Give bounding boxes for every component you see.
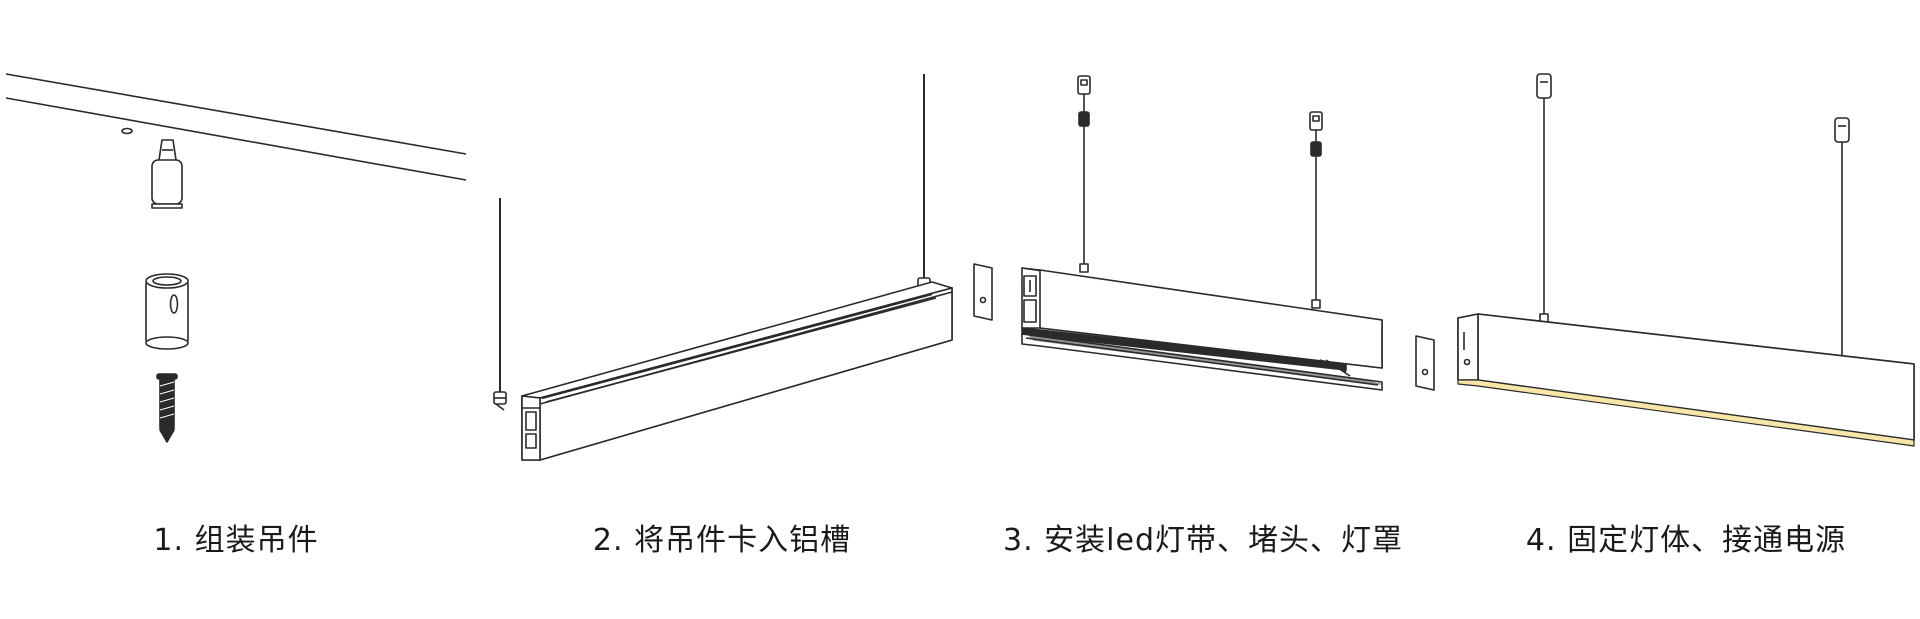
suspension-left [1078, 76, 1090, 272]
screw [157, 374, 177, 442]
step1-figure [6, 74, 466, 442]
left-end-cap [974, 264, 992, 320]
fixture-body [1458, 314, 1914, 440]
step-3-label: 3. 安装led灯带、堵头、灯罩 [1003, 523, 1403, 558]
step-2-label: 2. 将吊件卡入铝槽 [592, 523, 852, 558]
led-strip [1022, 328, 1350, 376]
ceiling-plane [6, 74, 466, 180]
suspension-right [1310, 112, 1322, 308]
glowing-diffuser [1458, 380, 1914, 446]
suspension-right-4 [1835, 118, 1849, 368]
right-end-cap [1416, 336, 1434, 390]
step3-figure [974, 76, 1434, 390]
wall-anchor [152, 140, 182, 208]
left-cable [494, 198, 506, 410]
aluminum-channel [522, 282, 952, 460]
step4-figure [1458, 74, 1914, 446]
step-1-label: 1. 组装吊件 [153, 523, 319, 558]
step-4-label: 4. 固定灯体、接通电源 [1525, 523, 1847, 558]
diffuser [1022, 334, 1382, 390]
step2-figure [494, 74, 952, 460]
channel-body [1022, 268, 1382, 368]
suspension-left-4 [1537, 74, 1551, 322]
hanger-cup [146, 274, 188, 349]
